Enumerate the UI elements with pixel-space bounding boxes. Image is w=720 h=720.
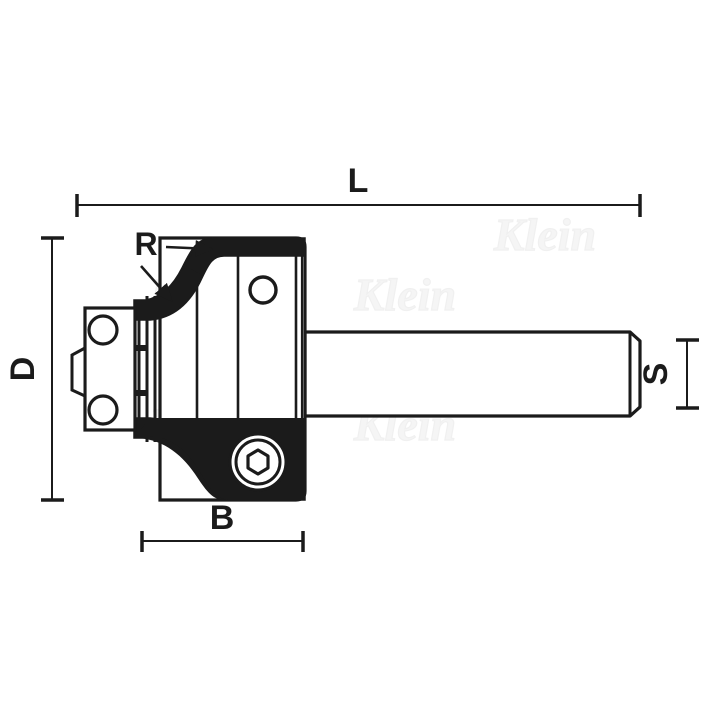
dimension-length-label: L bbox=[348, 162, 369, 200]
dimension-cutting-height-label: B bbox=[210, 499, 235, 537]
watermark-klein: Klein bbox=[493, 209, 596, 260]
dimension-diameter bbox=[41, 236, 64, 502]
dimension-length bbox=[75, 194, 642, 217]
bearing-hole-upper bbox=[87, 314, 119, 346]
screw-hex-socket bbox=[246, 448, 270, 476]
shank-outline bbox=[303, 330, 642, 418]
guide-bearing-assembly bbox=[70, 260, 162, 480]
hex-socket-screw bbox=[228, 432, 288, 492]
radius-callout bbox=[140, 239, 214, 302]
shank-body bbox=[303, 330, 642, 418]
radius-label: R bbox=[134, 226, 157, 262]
cutter-top-cap bbox=[186, 238, 305, 276]
radius-arrow-lower bbox=[140, 265, 173, 302]
dimension-shank bbox=[676, 338, 699, 410]
dimension-diameter-label: D bbox=[4, 357, 42, 382]
bearing-stub-upper bbox=[135, 345, 147, 351]
dimension-shank-label: S bbox=[637, 363, 675, 386]
bearing-stub-lower bbox=[135, 390, 147, 396]
radius-arrow-upper bbox=[165, 239, 214, 257]
dimension-cutting-height bbox=[140, 531, 305, 552]
bearing-hole-lower bbox=[87, 394, 119, 426]
cutter-profile-upper bbox=[133, 237, 306, 321]
watermark-klein: Klein bbox=[353, 269, 456, 320]
cutter-upper-bore bbox=[248, 275, 278, 305]
bearing-key-tab bbox=[70, 345, 87, 399]
